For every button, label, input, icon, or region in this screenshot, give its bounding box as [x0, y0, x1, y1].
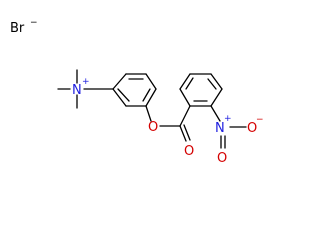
trimethylammonium-group: N + — [57, 69, 114, 109]
ester-oxygen: O — [148, 120, 158, 135]
nitro-group: N + O O − — [210, 105, 264, 166]
ammonium-nitrogen: N — [72, 83, 82, 98]
nitro-nitrogen-charge: + — [224, 114, 232, 124]
carbonyl-oxygen: O — [184, 144, 194, 159]
bromide-charge: − — [30, 18, 38, 28]
phenyl-ring-left — [112, 73, 157, 107]
ammonium-charge: + — [82, 77, 90, 87]
ester-linkage: O O — [145, 105, 194, 159]
nitro-oxygen-charge: − — [256, 115, 264, 125]
bromide-ion: Br − — [10, 18, 38, 36]
phenyl-ring-right — [179, 73, 223, 107]
bromine-symbol: Br — [10, 21, 25, 36]
molecule-svg: Br − N + O O — [10, 18, 264, 166]
nitro-oxygen-right: O — [247, 121, 257, 136]
chemical-structure-diagram: Br − N + O O — [10, 18, 264, 166]
nitro-nitrogen: N — [215, 121, 225, 136]
nitro-oxygen-bottom: O — [217, 151, 227, 166]
